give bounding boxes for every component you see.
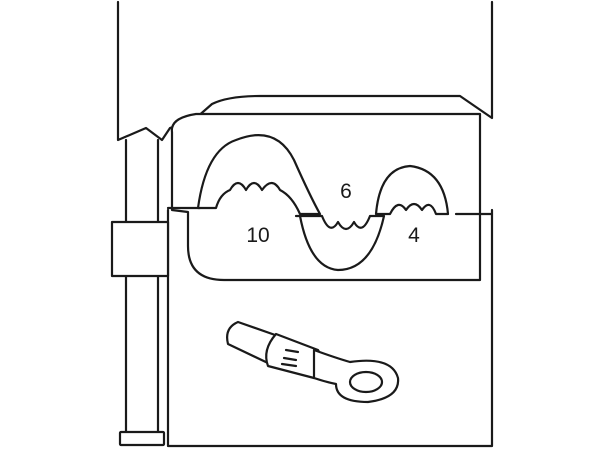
die-size-label-10: 10 [246,224,269,247]
barrel-crimp-marks [280,348,300,368]
lower-housing-outline [166,208,494,448]
die-size-label-4: 4 [408,224,420,247]
terminal-ring-hole [348,370,384,394]
upper-die-outline [116,0,494,142]
die-size-label-6: 6 [340,180,352,203]
profile-6-lower [298,214,386,272]
profile-10-upper [196,134,322,216]
left-guide-bar [124,138,160,438]
ring-terminal-icon [226,320,400,404]
profile-4-upper [374,164,450,216]
guide-bar-foot [118,430,166,447]
left-lug [110,220,170,278]
